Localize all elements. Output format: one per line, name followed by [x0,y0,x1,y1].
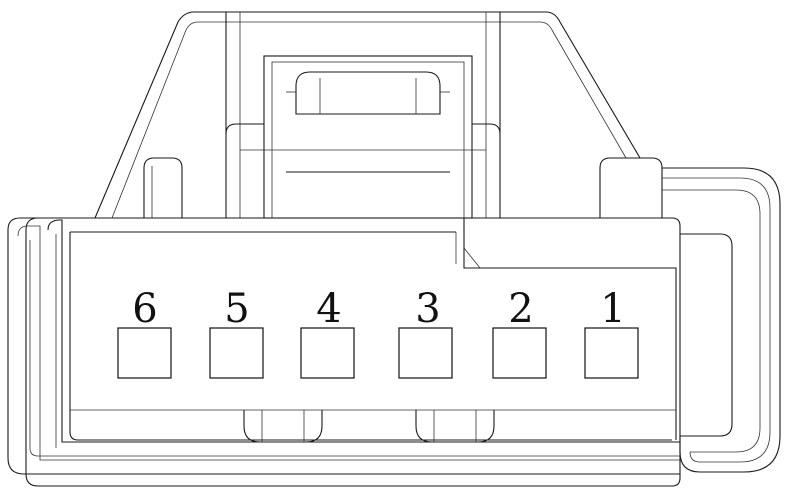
main-body [7,217,681,487]
pin-row: 6 5 4 3 2 1 [117,286,639,379]
pin-number-label: 5 [224,286,249,332]
pin-cavity-1: 1 [584,286,639,379]
left-post [143,157,183,218]
pin-box [117,327,172,379]
latch-housing [94,11,641,219]
pin-cavity-6: 6 [117,286,172,379]
pin-number-label: 6 [132,286,157,332]
pin-box [584,327,639,379]
pin-cavity-3: 3 [398,286,453,379]
pin-cavity-5: 5 [209,286,264,379]
pin-box [300,327,355,379]
bottom-bumps [243,410,495,443]
pin-cavity-2: 2 [492,286,547,379]
pin-number-label: 2 [508,286,533,332]
right-hook [599,157,781,473]
pin-box [492,327,547,379]
pin-number-label: 3 [415,286,440,332]
pin-cavity-4: 4 [300,286,355,379]
pin-number-label: 4 [316,286,341,332]
pin-box [209,327,264,379]
pin-box [398,327,453,379]
pin-number-label: 1 [600,286,625,332]
